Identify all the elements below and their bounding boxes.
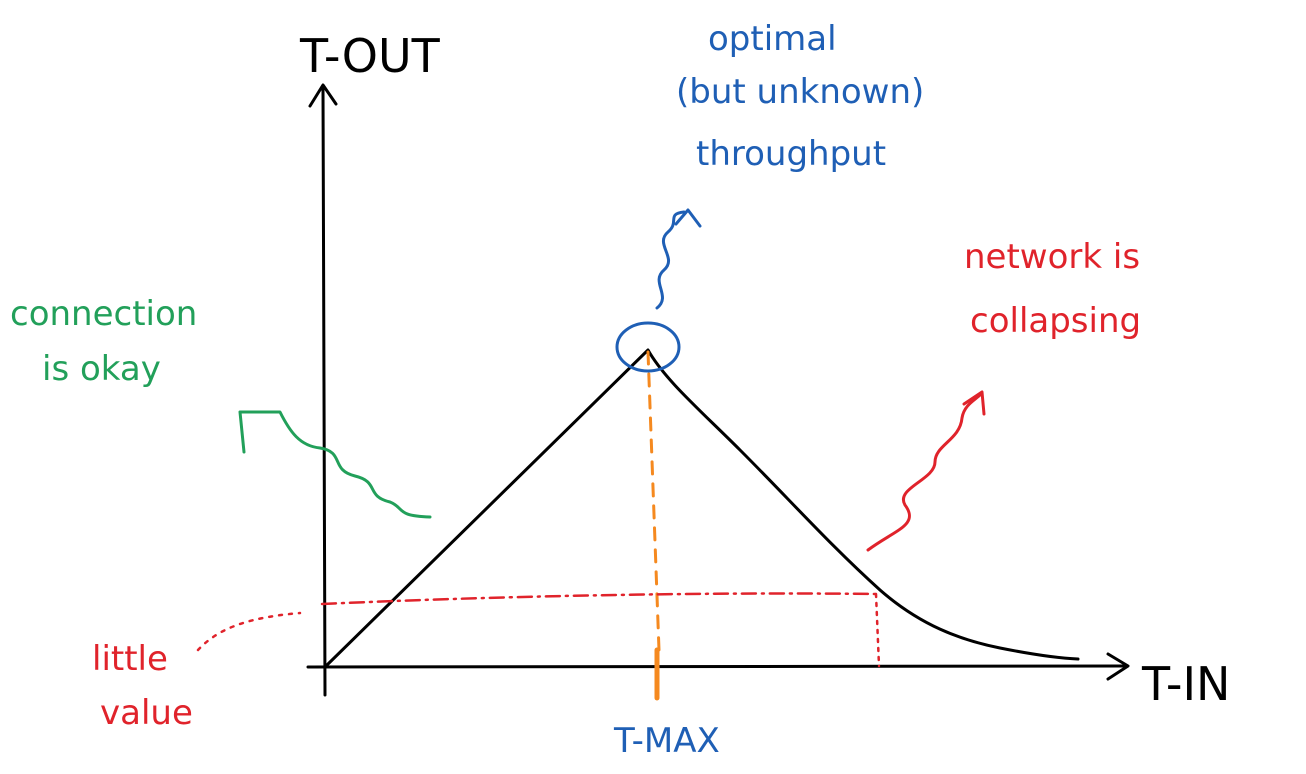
little-value-annotation: little value	[92, 639, 193, 733]
collapsing-squiggle-arrow	[866, 393, 982, 552]
optimal-squiggle-arrow	[655, 210, 686, 310]
okay-line-1: connection	[10, 294, 197, 334]
svg-text:little value: little value	[92, 639, 193, 733]
y-axis	[308, 83, 338, 697]
y-axis-label: T-OUT	[299, 29, 441, 83]
x-axis-label: T-IN	[1141, 657, 1230, 711]
little-value-line-1: little	[92, 639, 168, 679]
svg-text:connection is okay: connection is okay	[10, 294, 208, 389]
optimal-line-1: optimal	[708, 19, 837, 59]
x-axis-line	[306, 664, 1128, 669]
t-max-dashed-line	[646, 350, 661, 652]
little-value-guide	[196, 592, 881, 668]
little-value-line-2: value	[100, 693, 193, 733]
optimal-arrowhead	[674, 208, 702, 228]
t-max-label: T-MAX	[613, 721, 720, 761]
optimal-line-3: throughput	[696, 134, 886, 174]
little-value-vertical	[874, 592, 881, 668]
little-value-horizontal	[320, 592, 878, 606]
x-axis	[306, 652, 1130, 681]
okay-squiggle-arrow	[238, 410, 432, 519]
y-axis-line	[321, 86, 327, 697]
x-axis-arrowhead	[1106, 652, 1130, 681]
optimal-annotation: optimal (but unknown) throughput	[615, 19, 935, 373]
collapsing-line-1: network is	[964, 237, 1140, 277]
collapsing-annotation: network is collapsing	[866, 237, 1151, 552]
peak-circle	[615, 321, 681, 373]
okay-annotation: connection is okay	[10, 294, 432, 519]
collapsing-line-2: collapsing	[970, 301, 1141, 341]
collapsing-arrowhead	[962, 390, 986, 416]
svg-text:network is collapsing: network is collapsing	[964, 237, 1151, 341]
little-value-pointer	[196, 611, 302, 652]
okay-line-2: is okay	[42, 349, 161, 389]
throughput-curve	[325, 348, 1080, 667]
svg-text:optimal (but unknown): optimal (but unknown) throughput	[676, 19, 935, 174]
t-max-guide	[646, 350, 661, 701]
y-axis-arrowhead	[308, 83, 338, 108]
optimal-line-2: (but unknown)	[676, 72, 924, 112]
